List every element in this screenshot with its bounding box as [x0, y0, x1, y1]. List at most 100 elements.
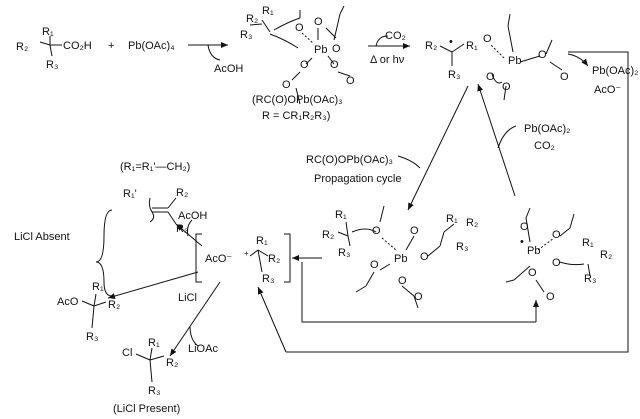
adduct-o6: O [414, 291, 423, 303]
pb3-o4: O [486, 71, 495, 83]
alkyl-radical: R₂ R₁ R₃ • [425, 36, 478, 81]
complex-o1: O [295, 22, 304, 34]
adduct-r3: R₃ [338, 247, 350, 259]
propagation-cycle-label: Propagation cycle [314, 173, 401, 185]
complex-pb: Pb [314, 44, 327, 56]
alkene-r1p: R₁' [123, 188, 137, 200]
acoh-byproduct: AcOH [214, 63, 243, 75]
curved-arrow-reagent [397, 155, 421, 169]
alkene-r2: R₂ [176, 187, 188, 199]
alkene-wavy-bond [148, 197, 155, 223]
acid-r1: R₁ [42, 26, 54, 38]
radical-r3: R₃ [448, 69, 460, 81]
chloride-r2: R₂ [166, 357, 178, 369]
adduct-pb: Pb [394, 253, 407, 265]
propagation-co2: CO₂ [534, 140, 555, 152]
acid-co2h: CO₂H [63, 40, 92, 52]
pb3b-r3: R₃ [584, 273, 596, 285]
pb3b-o5: O [546, 291, 555, 303]
arrow-pb3-to-radical [477, 83, 516, 197]
adduct-r1b: R₁ [446, 213, 458, 225]
adduct-o1: O [372, 225, 381, 237]
absent-brace [95, 209, 113, 297]
acetate-r2: R₂ [108, 299, 120, 311]
adduct-r2b: R₂ [466, 217, 478, 229]
pb3b-lead: Pb [527, 245, 540, 257]
acetate-anion: AcO⁻ [205, 253, 232, 265]
adduct-r2: R₂ [322, 229, 334, 241]
pb3-o2: O [538, 49, 547, 61]
acetate-product: AcO R₁ R₂ R₃ [57, 281, 120, 343]
complex-r2: R₂ [246, 13, 258, 25]
licl-present-label: (LiCl Present) [113, 403, 180, 415]
propagation-reagent: RC(O)OPb(OAc)₃ [306, 154, 393, 166]
chloride-product: Cl R₁ R₂ R₃ [122, 337, 178, 397]
radical-r1: R₁ [466, 40, 478, 52]
lioac-byproduct: LiOAc [188, 343, 218, 355]
complex-r3: R₃ [240, 29, 252, 41]
arrow-to-carbocation-outer [257, 286, 287, 353]
pb-oac2-product: Pb(OAc)₂ [592, 65, 638, 77]
carbocation-ion-pair: AcO⁻ + R₁ R₂ R₃ [195, 233, 291, 285]
ion-r2: R₂ [268, 253, 280, 265]
pb3-o3: O [560, 71, 569, 83]
carboxylate-formula: (RC(O)OPb(OAc)₃ [252, 94, 343, 106]
co2-loss-top: CO₂ [385, 30, 406, 42]
pb3b-o2: O [552, 229, 561, 241]
complex-o3: O [332, 43, 341, 55]
arrow-pb-reduction [567, 53, 589, 67]
arrow-to-alkene [175, 223, 203, 247]
curved-arrow-pb-release [497, 125, 517, 149]
complex-r1: R₁ [262, 5, 274, 17]
complex-o4: O [300, 59, 309, 71]
acetate-r1: R₁ [92, 281, 104, 293]
pb3b-o1: O [520, 221, 529, 233]
bracket-right [284, 233, 291, 283]
alkene-product: R₁' R₂ R₃ [123, 187, 188, 235]
curved-arrow-acoh-loss [187, 219, 193, 237]
acetate-anion-top: AcO⁻ [594, 84, 621, 96]
bracket-left [195, 233, 202, 283]
curved-arrow-lioac [189, 325, 199, 347]
curved-arrow-co2 [375, 35, 389, 47]
acid-r2: R₂ [16, 41, 28, 53]
pb3-o1: O [483, 33, 492, 45]
cation-plus: + [244, 249, 249, 258]
ion-r1: R₁ [256, 235, 268, 247]
chloride-r3: R₃ [148, 385, 160, 397]
lead-iii-species: Pb O O O O O [483, 13, 569, 101]
decarb-conditions: Δ or hν [370, 54, 405, 66]
pb3-carboxylate-adduct: Pb • O O R₁ R₂ R₃ O O O [505, 207, 612, 303]
propagation-pb-oac2: Pb(OAc)₂ [524, 123, 570, 135]
chloride-cl: Cl [122, 347, 132, 359]
radical-dot: • [449, 36, 453, 48]
alkene-definition: (R₁=R₁'—CH₂) [120, 161, 190, 173]
complex-o6: O [282, 79, 291, 91]
pb3-lead: Pb [508, 55, 521, 67]
radical-r2: R₂ [425, 40, 437, 52]
licl-reagent: LiCl [178, 292, 197, 304]
plus-sign: + [108, 40, 114, 52]
bottom-connector [301, 262, 536, 323]
ion-r3: R₃ [262, 273, 274, 285]
lead-tetraacetate: Pb(OAc)₄ [128, 40, 175, 52]
adduct-r3b: R₃ [456, 241, 468, 253]
complex-o5: O [330, 59, 339, 71]
arrow-radical-to-complex [407, 85, 469, 211]
complex-o2: O [314, 16, 323, 28]
acid-r3: R₃ [46, 59, 58, 71]
alkene-acoh: AcOH [178, 210, 207, 222]
radical-pb-adduct: R₁ R₂ R₃ O Pb O O R₁ R₂ R₃ O O O [322, 205, 478, 309]
outer-loop-line [286, 51, 629, 353]
carboxylic-acid: R₁ R₂ R₃ CO₂H [16, 26, 92, 71]
adduct-o4: O [370, 259, 379, 271]
pb3b-o3: O [528, 267, 537, 279]
adduct-o2: O [410, 225, 419, 237]
licl-absent-label: LiCl Absent [14, 231, 70, 243]
pb3b-dot: • [520, 236, 524, 248]
pb3b-r2: R₂ [600, 249, 612, 261]
pb3b-o4: O [552, 257, 561, 269]
adduct-r1: R₁ [335, 209, 347, 221]
adduct-o3: O [420, 251, 429, 263]
